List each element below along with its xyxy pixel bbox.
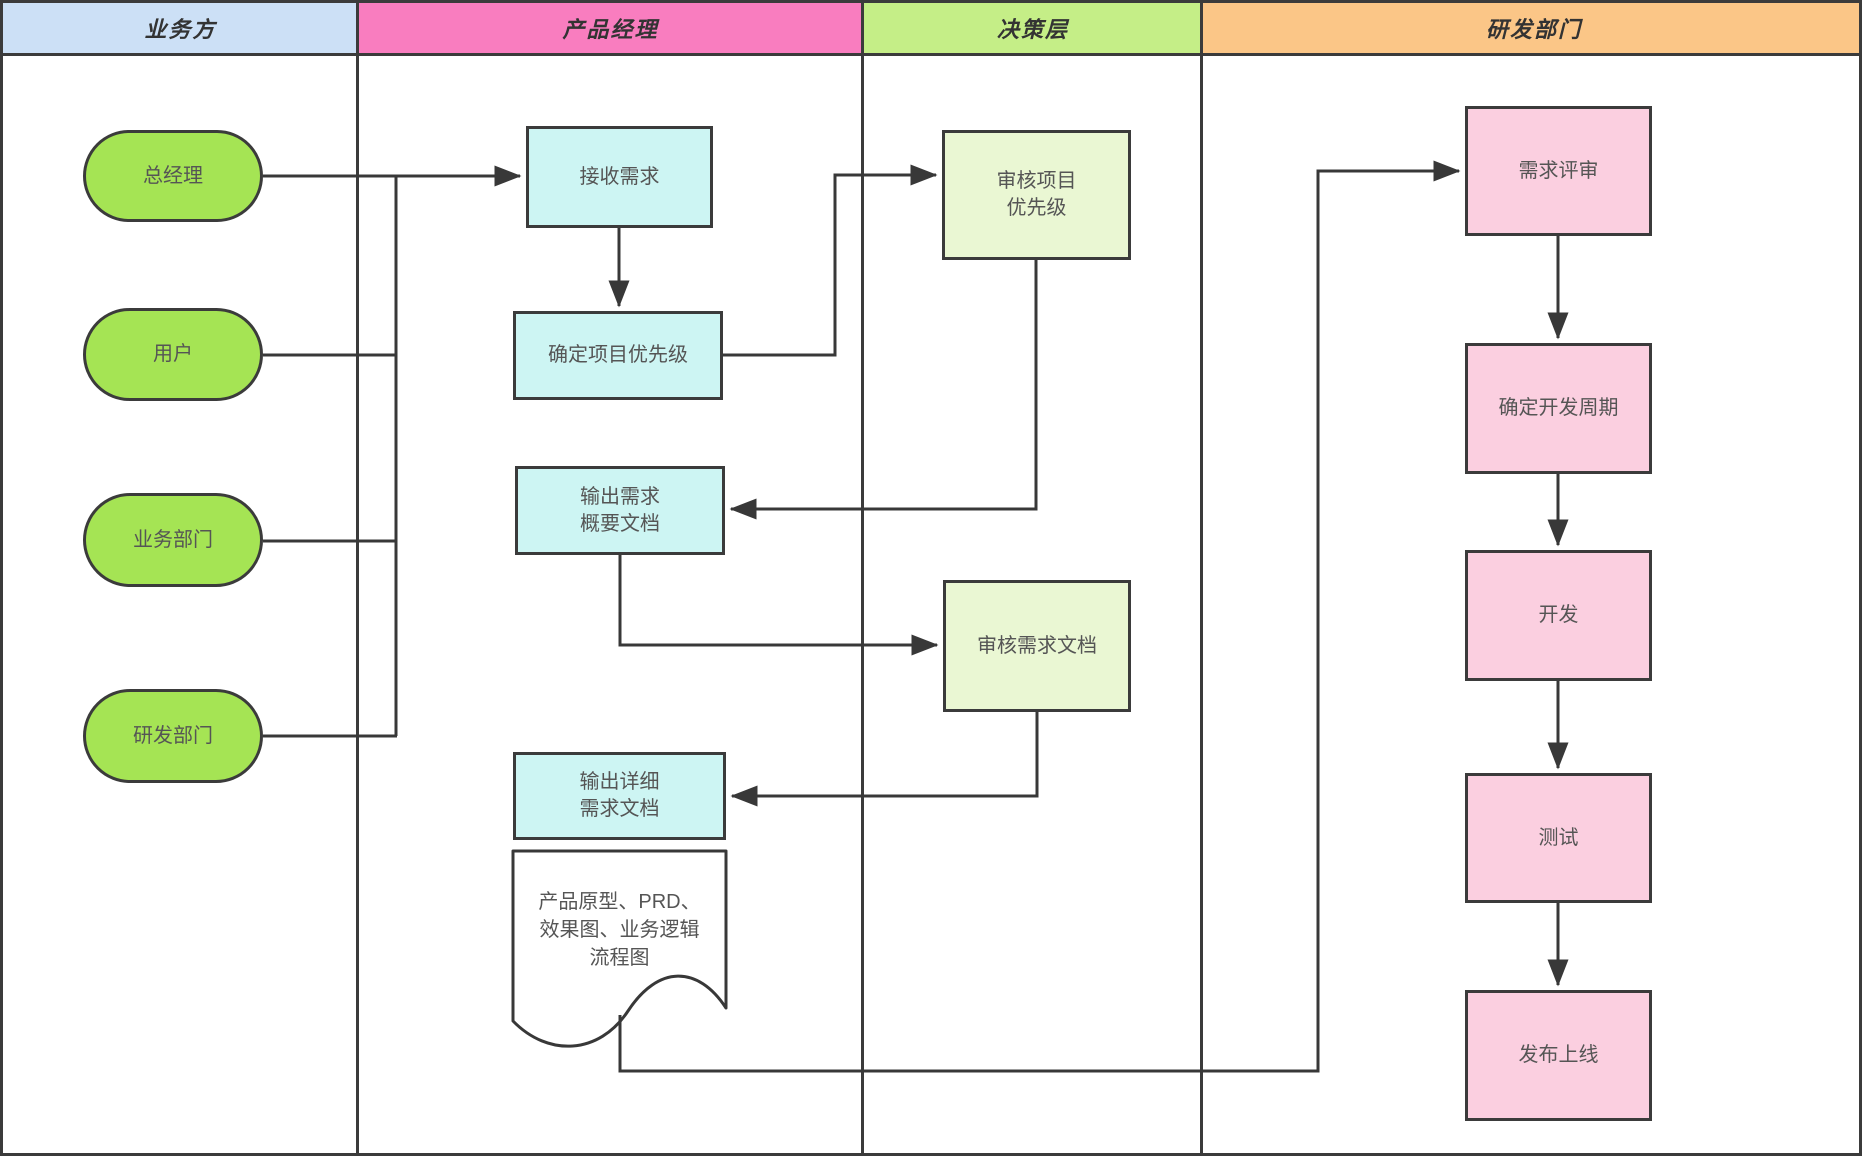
node-business-dept: 业务部门 bbox=[83, 493, 263, 587]
lane-header-business-label: 业务方 bbox=[144, 17, 217, 42]
lane-header-decision: 决策层 bbox=[863, 3, 1203, 53]
node-general-manager: 总经理 bbox=[83, 130, 263, 222]
node-review-project-priority: 审核项目 优先级 bbox=[942, 130, 1131, 260]
node-receive-requirements: 接收需求 bbox=[526, 126, 713, 228]
lane-divider-2 bbox=[861, 3, 864, 1153]
document-label: 产品原型、PRD、 效果图、业务逻辑 流程图 bbox=[538, 891, 701, 969]
lane-header-rd-label: 研发部门 bbox=[1485, 17, 1582, 42]
node-review-requirement-doc: 审核需求文档 bbox=[943, 580, 1131, 712]
node-output-requirement-summary: 输出需求 概要文档 bbox=[515, 466, 725, 555]
lane-divider-3 bbox=[1200, 3, 1203, 1153]
edge-review-doc-to-detailed bbox=[730, 712, 1039, 807]
node-requirement-review: 需求评审 bbox=[1465, 106, 1652, 236]
lane-divider-1 bbox=[356, 3, 359, 1153]
node-set-dev-cycle: 确定开发周期 bbox=[1465, 343, 1652, 474]
node-user: 用户 bbox=[83, 308, 263, 401]
header-underline bbox=[3, 53, 1859, 56]
lane-header-decision-label: 决策层 bbox=[996, 17, 1069, 42]
node-rd-dept: 研发部门 bbox=[83, 689, 263, 783]
node-develop: 开发 bbox=[1465, 550, 1652, 681]
edge-priority-to-review-priority bbox=[723, 164, 938, 357]
lane-header-product-manager-label: 产品经理 bbox=[562, 17, 659, 42]
node-output-detailed-requirement: 输出详细 需求文档 bbox=[513, 752, 726, 840]
node-test: 测试 bbox=[1465, 773, 1652, 903]
node-set-project-priority: 确定项目优先级 bbox=[513, 311, 723, 400]
lane-header-business: 业务方 bbox=[3, 3, 358, 53]
lane-header-product-manager: 产品经理 bbox=[358, 3, 863, 53]
edge-review-priority-to-summary bbox=[729, 260, 1038, 520]
lane-header-rd: 研发部门 bbox=[1203, 3, 1859, 53]
edge-summary-to-review-doc bbox=[618, 555, 939, 656]
node-release: 发布上线 bbox=[1465, 990, 1652, 1121]
